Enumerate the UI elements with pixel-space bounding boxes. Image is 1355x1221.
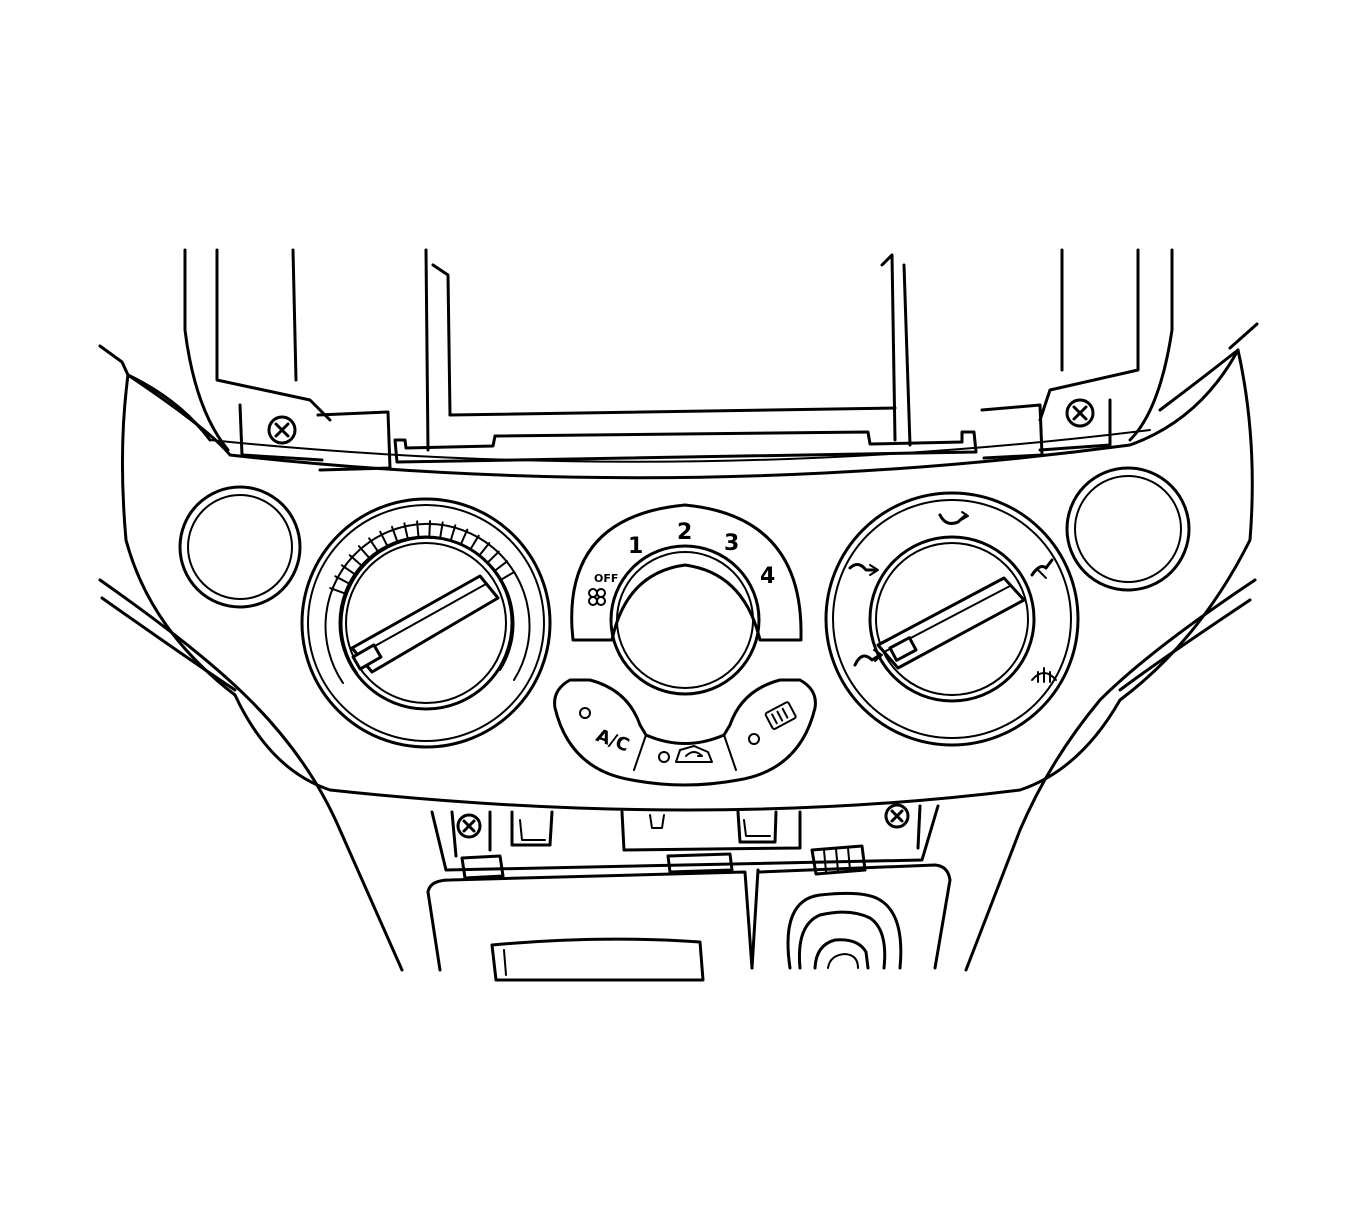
temperature-tick bbox=[469, 534, 480, 551]
air-distribution-knob-grip[interactable] bbox=[876, 576, 1026, 670]
bezel-inner-edge bbox=[209, 429, 1151, 463]
temperature-tick bbox=[403, 522, 409, 540]
ac-button[interactable]: A/C bbox=[579, 707, 632, 756]
temperature-knob[interactable] bbox=[300, 497, 552, 749]
fan-icon bbox=[588, 588, 606, 606]
recirculation-icon bbox=[675, 745, 713, 763]
center-console bbox=[426, 863, 952, 982]
temperature-tick bbox=[334, 575, 351, 585]
air-distribution-pointer bbox=[888, 636, 918, 662]
floor-vent-icon bbox=[853, 649, 883, 667]
ac-indicator-led bbox=[579, 707, 591, 719]
fan-off-label: OFF bbox=[594, 572, 618, 585]
temperature-tick bbox=[459, 528, 469, 546]
lower-mounting-bracket bbox=[430, 804, 940, 880]
button-bar bbox=[553, 678, 817, 787]
rear-defrost-button[interactable] bbox=[748, 701, 797, 745]
temperature-tick bbox=[439, 521, 444, 540]
face-floor-vent-icon bbox=[938, 511, 969, 525]
screw-icon bbox=[884, 803, 910, 829]
temperature-tick bbox=[478, 542, 491, 557]
temperature-tick bbox=[499, 571, 516, 581]
temperature-tick bbox=[391, 525, 399, 543]
fan-speed-1-label: 1 bbox=[628, 534, 643, 559]
ac-button-label: A/C bbox=[593, 725, 632, 756]
right-vent bbox=[1065, 466, 1191, 592]
temperature-tick bbox=[368, 537, 379, 553]
floor-defrost-vent-icon bbox=[1030, 558, 1054, 579]
gear-shifter bbox=[786, 891, 903, 970]
upper-dash-frame bbox=[183, 248, 1174, 472]
temperature-tick bbox=[329, 587, 347, 595]
temperature-tick bbox=[379, 530, 389, 548]
control-bezel bbox=[120, 348, 1254, 812]
temperature-tick bbox=[428, 520, 431, 539]
temperature-pointer bbox=[351, 643, 383, 671]
windshield-defrost-icon bbox=[1031, 667, 1057, 683]
recirculation-button[interactable] bbox=[658, 745, 713, 763]
rear-defrost-icon bbox=[764, 701, 797, 730]
temperature-knob-grip[interactable] bbox=[350, 574, 500, 674]
screw-icon bbox=[1065, 398, 1095, 428]
temperature-tick bbox=[486, 550, 500, 564]
fan-speed-4-label: 4 bbox=[760, 564, 775, 589]
air-distribution-knob[interactable] bbox=[824, 491, 1080, 747]
temperature-tick bbox=[348, 554, 363, 567]
temperature-tick bbox=[416, 520, 420, 539]
temperature-tick bbox=[493, 560, 509, 572]
fan-speed-knob[interactable]: OFF 1 2 3 4 bbox=[570, 503, 803, 696]
temperature-tick bbox=[340, 564, 357, 576]
temperature-scale-ticks bbox=[329, 520, 516, 595]
screw-icon bbox=[267, 415, 297, 445]
left-vent bbox=[178, 485, 302, 609]
temperature-tick bbox=[357, 545, 371, 560]
temperature-tick bbox=[449, 524, 457, 542]
face-vent-icon bbox=[848, 563, 879, 576]
rear-defrost-indicator-led bbox=[748, 733, 760, 745]
fan-speed-3-label: 3 bbox=[724, 531, 739, 556]
recirculation-indicator-led bbox=[658, 751, 670, 763]
screw-icon bbox=[456, 813, 482, 839]
fan-speed-2-label: 2 bbox=[677, 520, 692, 545]
